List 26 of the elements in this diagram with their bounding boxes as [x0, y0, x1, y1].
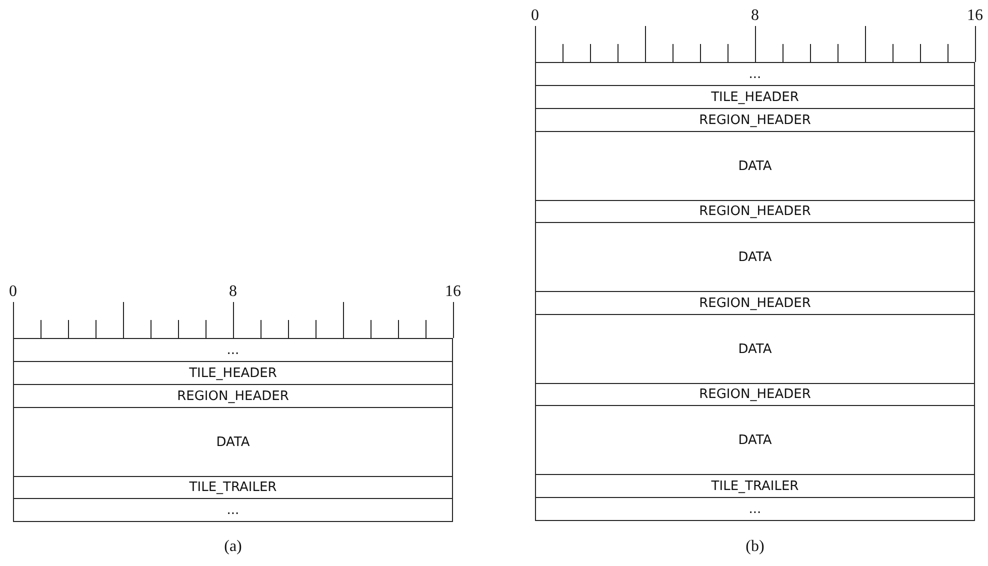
- bit-number: 8: [229, 283, 237, 301]
- field-box: DATA: [535, 405, 975, 475]
- bit-number: 16: [967, 7, 983, 25]
- field-box: TILE_TRAILER: [13, 476, 453, 499]
- field-box: DATA: [13, 407, 453, 477]
- panel-caption: (a): [224, 538, 242, 556]
- field-box: REGION_HEADER: [535, 108, 975, 132]
- field-box: TILE_HEADER: [13, 361, 453, 385]
- bit-number: 8: [751, 7, 759, 25]
- bit-number: 0: [9, 283, 17, 301]
- field-box: DATA: [535, 131, 975, 201]
- field-box: ...: [13, 498, 453, 522]
- field-box: ...: [535, 62, 975, 86]
- bit-number: 16: [445, 283, 461, 301]
- field-box: REGION_HEADER: [13, 384, 453, 408]
- field-box: ...: [13, 338, 453, 362]
- field-box: ...: [535, 497, 975, 521]
- field-box: DATA: [535, 222, 975, 292]
- field-box: TILE_TRAILER: [535, 474, 975, 498]
- field-box: REGION_HEADER: [535, 291, 975, 315]
- bit-number: 0: [531, 7, 539, 25]
- field-box: DATA: [535, 314, 975, 384]
- field-box: REGION_HEADER: [535, 200, 975, 223]
- field-box: TILE_HEADER: [535, 85, 975, 109]
- panel-caption: (b): [746, 538, 764, 556]
- field-box: REGION_HEADER: [535, 383, 975, 406]
